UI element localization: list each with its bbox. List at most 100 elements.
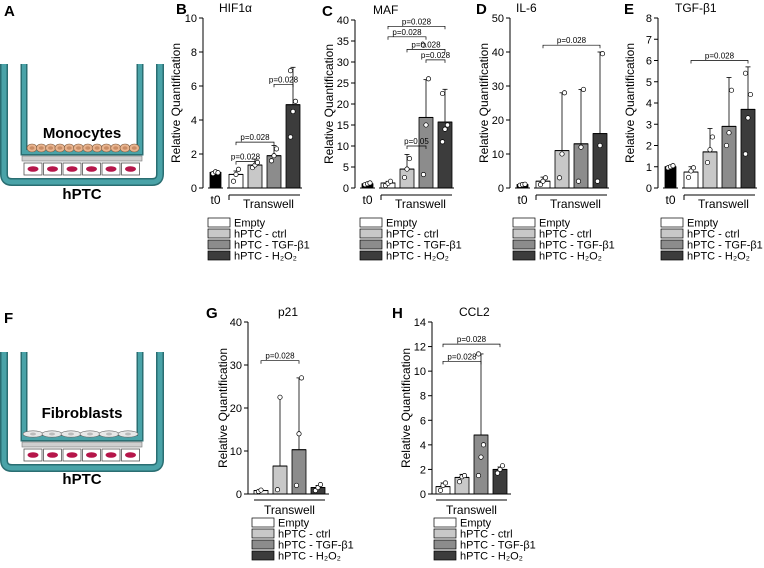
y-tick-label: 3 (646, 119, 652, 131)
y-axis-label: Relative Quantification (623, 43, 637, 163)
y-tick-label: 15 (337, 120, 349, 132)
x-group-label-t0: t0 (362, 193, 372, 207)
legend-label: Empty (234, 218, 266, 230)
monocyte-layer (26, 143, 140, 153)
data-point (578, 144, 584, 150)
significance-bracket (260, 360, 300, 364)
hptc-nucleus (105, 452, 117, 458)
legend-label: hPTC - TGF-β1 (539, 240, 615, 252)
y-tick-label: 6 (646, 56, 652, 68)
data-point (233, 171, 239, 177)
y-tick-label: 4 (420, 440, 426, 452)
monocyte-nucleus (85, 146, 91, 150)
legend-swatch (207, 228, 231, 239)
data-point (258, 487, 264, 493)
legend-label: hPTC - ctrl (460, 529, 513, 541)
data-point (317, 481, 324, 488)
legend-swatch (207, 250, 231, 261)
y-tick-label: 0 (191, 183, 197, 195)
significance-bracket (542, 44, 601, 49)
monocyte-nucleus (131, 146, 137, 150)
data-point (742, 70, 749, 76)
p-value-label: p=0.05 (404, 137, 429, 146)
bar-hptc-tgf-1 (291, 449, 307, 495)
y-tick-label: 14 (414, 317, 426, 329)
legend-swatch (433, 550, 457, 561)
y-tick-label: 40 (337, 15, 349, 27)
panel-letter-a: A (4, 3, 15, 20)
base-label-hptc-a: hPTC (62, 186, 101, 203)
legend-swatch (251, 550, 275, 561)
hptc-nucleus (27, 452, 39, 458)
data-point (726, 130, 732, 136)
significance-bracket (425, 59, 446, 63)
legend-swatch (251, 517, 275, 528)
legend-label: Empty (386, 218, 418, 230)
data-point (425, 76, 432, 82)
data-point (540, 178, 546, 184)
data-point (723, 142, 730, 149)
y-tick-label: 0 (236, 489, 242, 501)
data-point (559, 151, 565, 157)
legend-label: hPTC - H₂O₂ (234, 251, 297, 263)
monocyte-nucleus (122, 146, 128, 150)
data-point (556, 175, 563, 181)
data-point (685, 174, 692, 180)
data-point (747, 91, 754, 98)
data-point (742, 151, 749, 157)
significance-bracket (406, 49, 446, 53)
data-point (522, 181, 528, 187)
significance-bracket (235, 141, 275, 146)
p-value-label: p=0.028 (231, 153, 261, 162)
y-tick-label: 50 (492, 13, 504, 25)
legend-swatch (433, 517, 457, 528)
hptc-nucleus (105, 166, 117, 172)
schematic-a: A Monocytes hPTC (0, 3, 164, 203)
y-tick-label: 40 (492, 47, 504, 59)
panel-letter-d: D (476, 1, 487, 18)
data-point (404, 166, 410, 172)
data-point (290, 108, 296, 115)
legend-label: Empty (539, 218, 571, 230)
significance-bracket (442, 360, 482, 365)
y-tick-label: 2 (191, 149, 197, 161)
y-tick-label: 0 (646, 183, 652, 195)
data-point (597, 142, 603, 149)
legend-label: hPTC - H₂O₂ (687, 251, 750, 263)
data-point (599, 51, 606, 57)
panel-letter-h: H (392, 305, 403, 322)
monocyte-nucleus (113, 146, 119, 150)
y-tick-label: 20 (492, 115, 504, 127)
monocyte-nucleus (103, 146, 109, 150)
data-point (594, 178, 601, 184)
monocyte-nucleus (38, 146, 44, 150)
data-point (494, 470, 501, 476)
y-tick-label: 0 (420, 489, 426, 501)
y-tick-label: 20 (337, 99, 349, 111)
y-tick-label: 10 (492, 149, 504, 161)
legend-swatch (433, 528, 457, 539)
legend-label: hPTC - TGF-β1 (278, 540, 354, 552)
legend-swatch (207, 239, 231, 250)
data-point (293, 482, 300, 488)
panel-letter-g: G (206, 305, 218, 322)
y-tick-label: 10 (230, 446, 242, 458)
legend-swatch (433, 539, 457, 550)
bar-hptc-h-o- (437, 121, 453, 189)
bar-empty (683, 171, 699, 189)
data-point (499, 463, 506, 469)
legend-swatch (359, 228, 383, 239)
data-point (367, 180, 373, 186)
x-group-label-transwell: Transwell (243, 197, 294, 211)
legend-swatch (512, 239, 536, 250)
significance-bracket (235, 161, 256, 165)
data-point (442, 480, 449, 486)
data-point (420, 42, 427, 48)
significance-bracket (442, 343, 501, 348)
